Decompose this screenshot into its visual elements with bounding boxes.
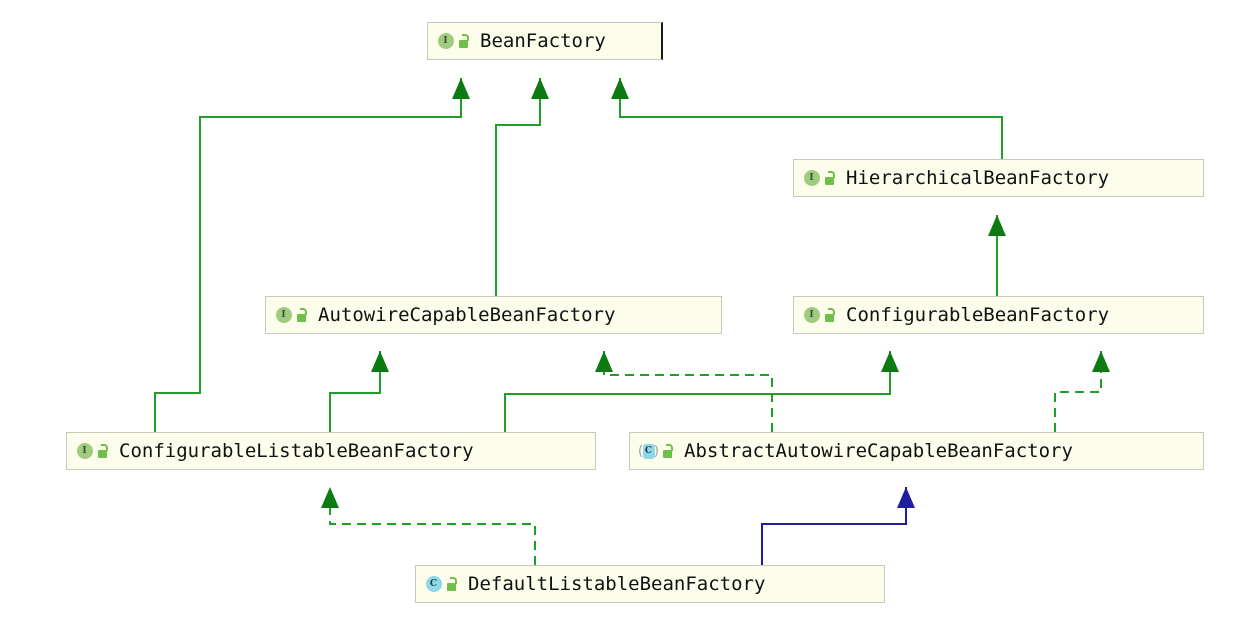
- padlock-shackle: [300, 307, 307, 315]
- interface-icon: I: [275, 307, 292, 324]
- class-icon: C: [425, 576, 442, 593]
- class-node-beanFactory[interactable]: I BeanFactory: [427, 22, 663, 60]
- class-node-configurableListableBeanFactory[interactable]: I ConfigurableListableBeanFactory: [66, 432, 596, 470]
- type-icon-badge: C: [642, 443, 655, 459]
- edge-arrowhead: [881, 351, 899, 372]
- edge-line: [619, 78, 1003, 159]
- edge-arrowhead: [611, 78, 629, 99]
- unlocked-padlock-icon: [445, 576, 460, 593]
- padlock-shackle: [101, 443, 108, 451]
- padlock-body: [459, 39, 468, 48]
- unlocked-padlock-icon: [457, 33, 472, 50]
- type-icon-badge: I: [803, 307, 820, 323]
- type-icon-badge: C: [425, 576, 442, 592]
- edge-clbf-to-bf: [154, 78, 470, 432]
- padlock-shackle: [828, 307, 835, 315]
- type-icon-letter: I: [809, 309, 814, 320]
- edge-cbf-to-hbf: [988, 215, 1006, 296]
- padlock-body: [297, 313, 306, 322]
- edge-arrowhead: [988, 215, 1006, 236]
- class-node-label: AbstractAutowireCapableBeanFactory: [684, 439, 1073, 462]
- class-node-label: AutowireCapableBeanFactory: [318, 303, 616, 326]
- type-icon-letter: I: [281, 309, 286, 320]
- type-icon-badge: I: [76, 443, 93, 459]
- type-icon-letter: I: [443, 35, 448, 46]
- edge-line: [603, 351, 773, 432]
- edge-hbf-to-bf: [611, 78, 1003, 159]
- unlocked-padlock-icon: [823, 307, 838, 324]
- interface-icon: I: [803, 307, 820, 324]
- interface-icon: I: [803, 170, 820, 187]
- edge-line: [761, 487, 907, 565]
- unlocked-padlock-icon: [96, 443, 111, 460]
- class-node-label: DefaultListableBeanFactory: [468, 572, 766, 595]
- type-icon-badge: I: [275, 307, 292, 323]
- edge-aacbf-to-cbf: [1054, 351, 1110, 432]
- type-icon-badge: I: [437, 33, 454, 49]
- padlock-body: [447, 582, 456, 591]
- padlock-body: [825, 313, 834, 322]
- edge-arrowhead: [897, 487, 915, 508]
- class-node-abstractAutowireCapableBeanFactory[interactable]: ()C AbstractAutowireCapableBeanFactory: [629, 432, 1204, 470]
- padlock-shackle: [462, 33, 469, 41]
- edge-acbf-to-bf: [495, 78, 549, 296]
- type-icon-letter: C: [644, 445, 653, 456]
- padlock-body: [663, 449, 672, 458]
- class-node-autowireCapableBeanFactory[interactable]: I AutowireCapableBeanFactory: [265, 296, 722, 334]
- edge-dlbf-to-aacbf: [761, 487, 915, 565]
- edge-line: [154, 78, 462, 432]
- class-node-configurableBeanFactory[interactable]: I ConfigurableBeanFactory: [793, 296, 1204, 334]
- unlocked-padlock-icon: [823, 170, 838, 187]
- edge-line: [504, 351, 891, 432]
- unlocked-padlock-icon: [661, 443, 676, 460]
- edge-clbf-to-acbf: [329, 351, 389, 432]
- edge-arrowhead: [595, 351, 613, 372]
- edge-line: [495, 78, 541, 296]
- edge-line: [329, 487, 536, 565]
- edge-line: [1054, 351, 1102, 432]
- edge-arrowhead: [371, 351, 389, 372]
- edge-arrowhead: [452, 78, 470, 99]
- edge-clbf-to-cbf: [504, 351, 899, 432]
- class-node-label: HierarchicalBeanFactory: [846, 166, 1110, 189]
- type-icon-letter: I: [82, 445, 87, 456]
- edge-arrowhead: [1092, 351, 1110, 372]
- class-node-label: ConfigurableBeanFactory: [846, 303, 1110, 326]
- padlock-shackle: [828, 170, 835, 178]
- interface-icon: I: [76, 443, 93, 460]
- type-icon-letter: C: [429, 578, 438, 589]
- padlock-shackle: [666, 443, 673, 451]
- padlock-body: [825, 176, 834, 185]
- interface-icon: I: [437, 33, 454, 50]
- edge-arrowhead: [531, 78, 549, 99]
- abstract-paren-left: (: [638, 443, 644, 459]
- class-node-defaultListableBeanFactory[interactable]: C DefaultListableBeanFactory: [415, 565, 885, 603]
- class-node-label: BeanFactory: [480, 29, 606, 52]
- type-icon-badge: I: [803, 170, 820, 186]
- abstract-paren-right: ): [653, 443, 659, 459]
- class-node-hierarchicalBeanFactory[interactable]: I HierarchicalBeanFactory: [793, 159, 1204, 197]
- edge-line: [329, 351, 381, 432]
- type-icon-letter: I: [809, 172, 814, 183]
- edge-arrowhead: [321, 487, 339, 508]
- edge-dlbf-to-clbf: [321, 487, 536, 565]
- padlock-shackle: [450, 576, 457, 584]
- edge-aacbf-to-acbf: [595, 351, 773, 432]
- padlock-body: [98, 449, 107, 458]
- unlocked-padlock-icon: [295, 307, 310, 324]
- class-node-label: ConfigurableListableBeanFactory: [119, 439, 474, 462]
- abstract-class-icon: ()C: [638, 443, 659, 460]
